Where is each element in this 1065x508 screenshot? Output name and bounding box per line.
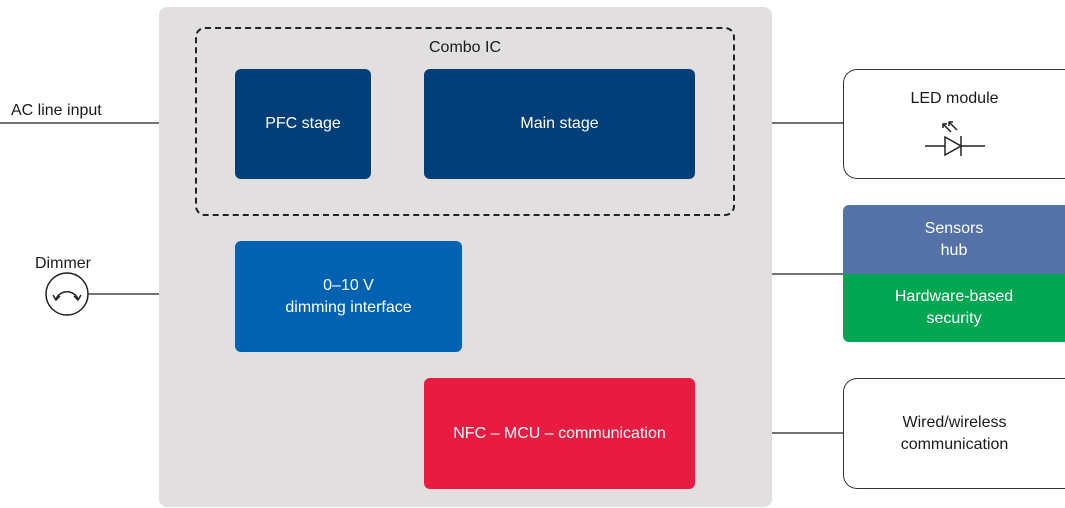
led-module-box: LED module (843, 69, 1065, 179)
nfc-mcu-communication-block: NFC – MCU – communication (424, 378, 695, 489)
main-stage-label: Main stage (520, 115, 599, 132)
dimmer-label: Dimmer (35, 255, 91, 272)
wired-wireless-communication-label: Wired/wireless communication (900, 413, 1009, 453)
sensors-hub-label: Sensors hub (924, 219, 984, 259)
pfc-stage-block: PFC stage (235, 69, 371, 179)
combo-ic-boundary (195, 27, 735, 216)
hardware-security-block: Hardware-based security (843, 274, 1065, 342)
dimming-interface-label: 0–10 V dimming interface (285, 276, 412, 316)
nfc-mcu-communication-label: NFC – MCU – communication (453, 424, 666, 442)
main-stage-block: Main stage (424, 69, 695, 179)
led-module-label: LED module (910, 90, 999, 107)
wired-wireless-communication-box: Wired/wireless communication (843, 378, 1065, 489)
dimming-interface-block: 0–10 V dimming interface (235, 241, 462, 352)
ac-line-input-label: AC line input (11, 102, 102, 119)
hardware-security-label: Hardware-based security (894, 288, 1014, 327)
combo-ic-title: Combo IC (428, 39, 502, 56)
dimmer-knob-icon (45, 272, 89, 316)
sensors-hub-block: Sensors hub (843, 205, 1065, 274)
led-diode-icon (924, 121, 985, 157)
pfc-stage-label: PFC stage (265, 115, 341, 132)
